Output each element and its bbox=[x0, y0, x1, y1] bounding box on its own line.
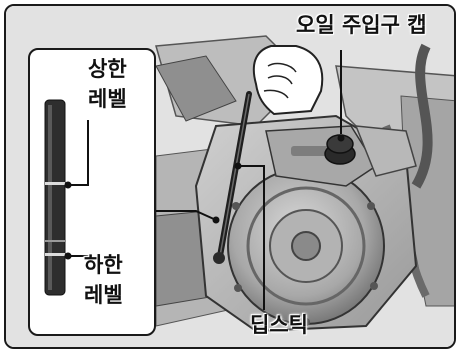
engine-photo bbox=[6, 6, 454, 347]
dipstick-label: 딥스틱 bbox=[250, 313, 308, 337]
oil-filler-cap-label: 오일 주입구 캡 bbox=[296, 13, 427, 37]
dipstick-closeup-panel bbox=[28, 48, 156, 336]
dipstick-closeup-icon bbox=[44, 99, 92, 296]
illustration-frame: 오일 주입구 캡 상한 레벨 하한 레벨 딥스틱 bbox=[4, 4, 456, 349]
upper-level-label-line2: 레벨 bbox=[88, 87, 127, 111]
upper-level-label-line1: 상한 bbox=[88, 57, 127, 81]
lower-level-label-line2: 레벨 bbox=[84, 283, 123, 307]
lower-level-label-line1: 하한 bbox=[84, 253, 123, 277]
